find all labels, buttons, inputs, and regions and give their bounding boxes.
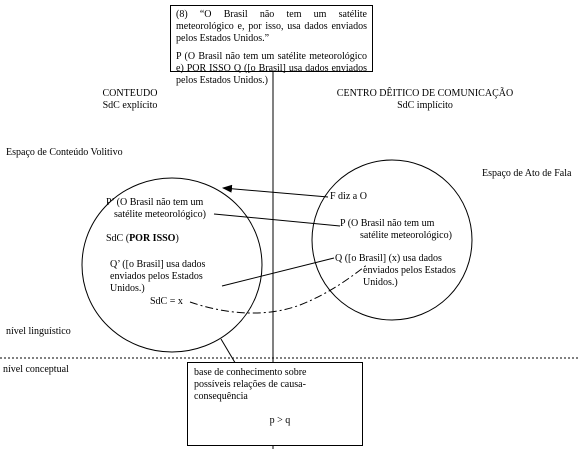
right-speech-act-circle	[311, 159, 473, 321]
sdc-suffix: )	[175, 233, 179, 244]
line-circle-to-knowledge-box	[220, 338, 238, 367]
knowledge-line1: base de conhecimento sobre	[194, 367, 307, 378]
q-prime-line2: enviados pelos Estados	[110, 271, 203, 282]
level-linguistic-label: nível linguístico	[6, 326, 71, 337]
knowledge-formula: p > q	[269, 415, 291, 426]
q-line2: enviados pelos Estados	[363, 265, 456, 276]
left-heading-title: CONTEUDO	[102, 88, 158, 99]
knowledge-line2: possíveis relações de causa-	[194, 379, 306, 390]
p-prime-line2: satélite meteorológico)	[114, 209, 206, 220]
sdc-connective: SdC (POR ISSO)	[106, 233, 179, 245]
knowledge-base-box: base de conhecimento sobre possíveis rel…	[187, 362, 363, 446]
arrow-f-to-p-prime	[222, 184, 329, 198]
right-heading-title: CENTRO DÊITICO DE COMUNICAÇÃO	[336, 88, 514, 99]
line-q-prime-to-q	[221, 257, 335, 287]
p-line2: satélite meteorológico)	[360, 230, 452, 241]
example-sentence: (8) “O Brasil não tem um satélite meteor…	[176, 9, 367, 44]
left-heading: CONTEUDO SdC explícito	[90, 88, 170, 112]
left-content-circle	[81, 177, 263, 353]
dashdot-curve-sdc-to-x	[189, 263, 369, 314]
q-line3: Unidos.)	[363, 277, 398, 288]
right-heading-subtitle: SdC implícito	[397, 100, 453, 111]
sdc-equals-x: SdC = x	[150, 296, 183, 307]
left-space-label: Espaço de Conteúdo Volitivo	[6, 147, 123, 158]
right-heading: CENTRO DÊITICO DE COMUNICAÇÃO SdC implíc…	[318, 88, 532, 112]
right-space-label: Espaço de Ato de Fala	[482, 168, 572, 179]
p-prime-line1: P’ (O Brasil não tem um	[106, 197, 204, 208]
p-line1: P (O Brasil não tem um	[340, 218, 435, 229]
q-line1: Q ([o Brasil] (x) usa dados	[335, 253, 442, 264]
example-sentence-box: (8) “O Brasil não tem um satélite meteor…	[170, 5, 373, 86]
q-prime-line1: Q’ ([o Brasil] usa dados	[110, 259, 206, 270]
level-conceptual-label: nível conceptual	[3, 364, 69, 375]
knowledge-line3: consequência	[194, 391, 248, 402]
sdc-connective-bold: POR ISSO	[129, 233, 176, 244]
line-p-prime-to-p	[213, 213, 341, 227]
left-heading-subtitle: SdC explícito	[102, 100, 158, 111]
example-analysis: P (O Brasil não tem um satélite meteorol…	[176, 51, 367, 86]
q-prime-line3: Unidos.)	[110, 283, 145, 294]
f-diz-a-o: F diz a O	[330, 191, 367, 202]
sdc-prefix: SdC (	[106, 233, 130, 244]
